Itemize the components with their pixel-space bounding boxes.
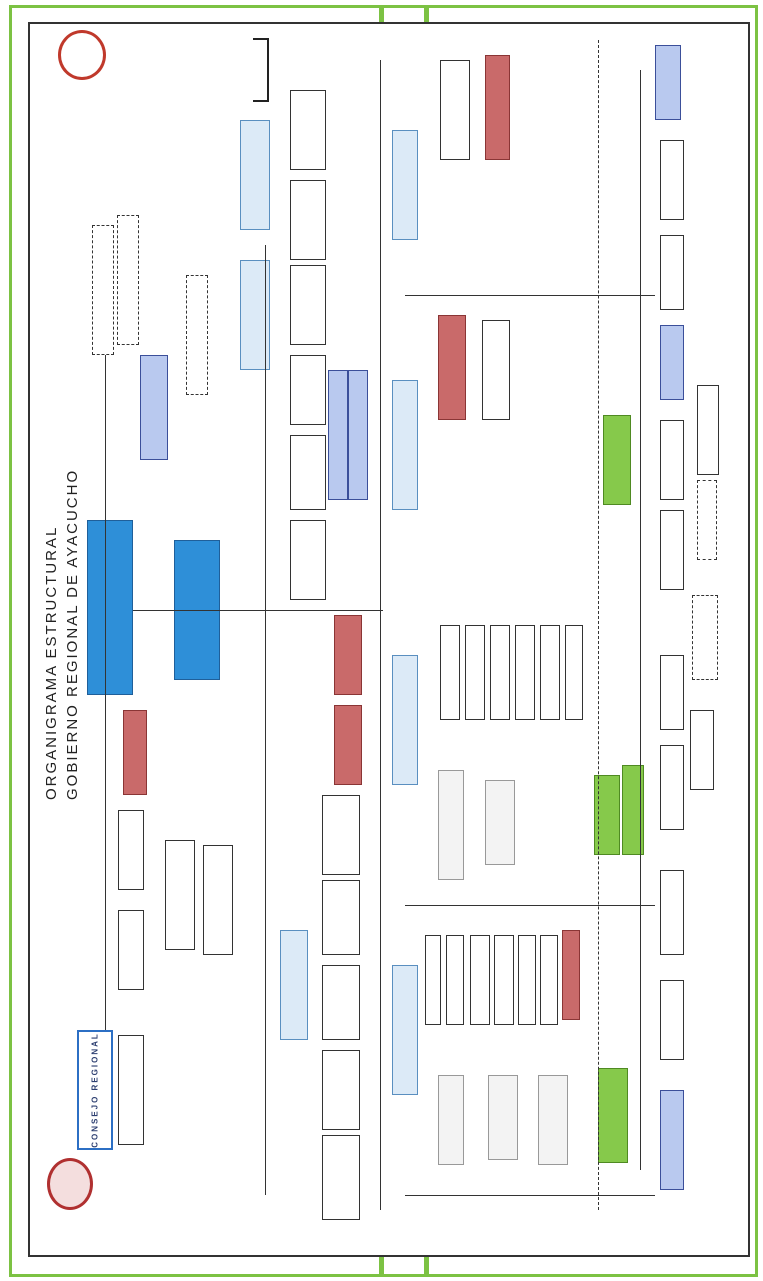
red-office-1 (334, 615, 362, 695)
vertical-connector-left (265, 245, 266, 1195)
social-unit-2 (465, 625, 485, 720)
governor-spine (105, 230, 106, 1030)
subregional-8 (697, 480, 717, 560)
subregional-7 (660, 510, 684, 590)
support-unit-1 (165, 840, 195, 950)
infra-dept-2 (488, 1075, 518, 1160)
chart-subtitle: GOBIERNO REGIONAL DE AYACUCHO (64, 468, 81, 800)
subregional-1 (655, 45, 681, 120)
infra-unit-4 (494, 935, 514, 1025)
main-axis-line (133, 610, 383, 611)
infra-dept-3 (538, 1075, 568, 1165)
advisory-unit-5 (290, 435, 326, 510)
budget-office-box (240, 120, 270, 230)
advisory-unit-6 (290, 520, 326, 600)
green-unit-4 (598, 1068, 628, 1163)
subregional-13 (660, 870, 684, 955)
management-infrastructure (392, 965, 418, 1095)
social-unit-1 (440, 625, 460, 720)
public-attorney-box (118, 910, 144, 990)
vertical-connector-mid (380, 60, 381, 1210)
green-unit-1 (603, 415, 631, 505)
infra-unit-3 (470, 935, 490, 1025)
subregional-4 (660, 325, 684, 400)
infrastructure-office-box (348, 370, 368, 500)
internal-control-box (118, 810, 144, 890)
advisory-box-3 (186, 275, 208, 395)
management-natural-resources (392, 380, 418, 510)
regional-emblem-icon (58, 30, 106, 80)
hr-unit-4 (322, 1050, 360, 1130)
sub-unit-top-1 (440, 60, 470, 160)
infra-unit-2 (446, 935, 464, 1025)
chart-title: ORGANIGRAMA ESTRUCTURAL (43, 525, 60, 800)
subregional-6 (697, 385, 719, 475)
human-resources-office (280, 930, 308, 1040)
social-dept-2 (485, 780, 515, 865)
subregional-11 (690, 710, 714, 790)
sub-unit-red-2 (438, 315, 466, 420)
hr-unit-3 (322, 965, 360, 1040)
social-unit-6 (565, 625, 583, 720)
subregional-10 (660, 655, 684, 730)
org-chart-sheet (28, 22, 750, 1257)
coat-of-arms-icon (47, 1158, 93, 1210)
infra-unit-red (562, 930, 580, 1020)
hr-unit-5 (322, 1135, 360, 1220)
advisory-unit-2 (290, 180, 326, 260)
council-secretariat-box (118, 1035, 144, 1145)
dashed-divider (598, 40, 599, 1210)
subregional-12 (660, 745, 684, 830)
hr-unit-1 (322, 795, 360, 875)
admin-office-box (328, 370, 348, 500)
advisory-box-2 (117, 215, 139, 345)
connector-social (405, 905, 655, 906)
management-economic-dev (392, 130, 418, 240)
infra-dept-1 (438, 1075, 464, 1165)
social-unit-4 (515, 625, 535, 720)
connector-infra (405, 1195, 655, 1196)
infra-unit-5 (518, 935, 536, 1025)
green-unit-3 (622, 765, 644, 855)
legend-bracket (253, 38, 269, 102)
council-box: CONSEJO REGIONAL (77, 1030, 113, 1150)
procurement-office-box (123, 710, 147, 795)
social-unit-5 (540, 625, 560, 720)
advisory-unit-3 (290, 265, 326, 345)
connector-econ (405, 295, 655, 296)
subregional-2 (660, 140, 684, 220)
sub-unit-top-red (485, 55, 510, 160)
subregional-14 (660, 980, 684, 1060)
regional-governor-box (87, 520, 133, 695)
support-unit-2 (203, 845, 233, 955)
advisory-unit-1 (290, 90, 326, 170)
risk-management-box (140, 355, 168, 460)
advisory-unit-4 (290, 355, 326, 425)
red-office-2 (334, 705, 362, 785)
sub-unit-2 (482, 320, 510, 420)
social-unit-3 (490, 625, 510, 720)
infra-unit-1 (425, 935, 441, 1025)
management-social-dev (392, 655, 418, 785)
social-dept-1 (438, 770, 464, 880)
hr-unit-2 (322, 880, 360, 955)
subregional-3 (660, 235, 684, 310)
subregional-9 (692, 595, 718, 680)
subregional-15 (660, 1090, 684, 1190)
subregional-5 (660, 420, 684, 500)
infra-unit-6 (540, 935, 558, 1025)
advisory-box-1 (92, 225, 114, 355)
vertical-connector-right (640, 70, 641, 1170)
